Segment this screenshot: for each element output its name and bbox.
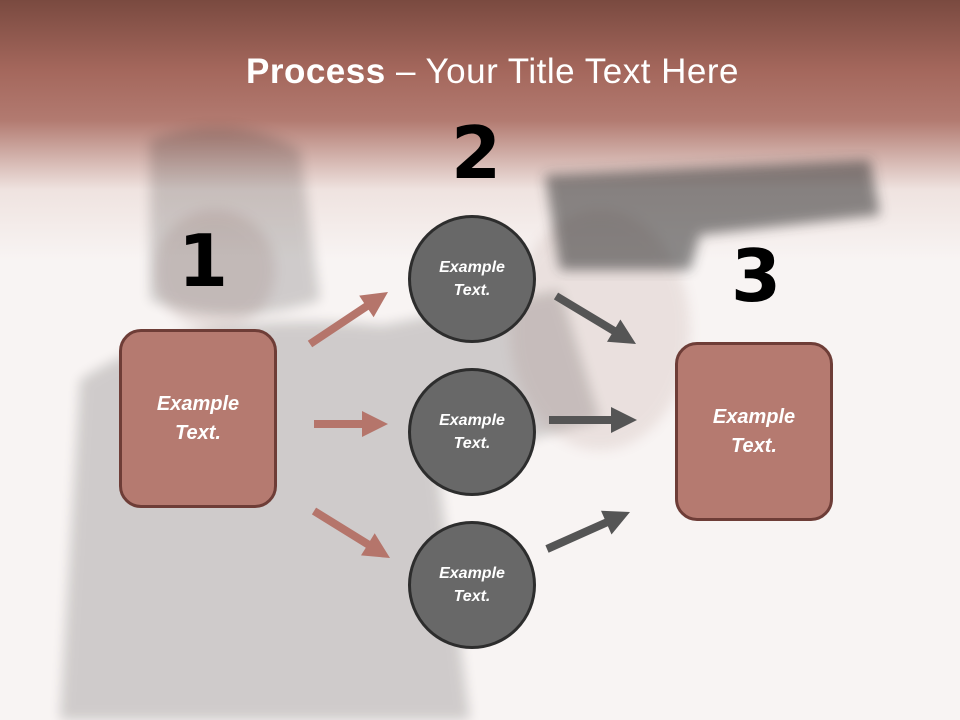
step-2-number: 2: [451, 111, 502, 195]
step-2-circle-bottom: Example Text.: [408, 521, 536, 649]
arrow-circle-top-to-box3: [553, 292, 636, 344]
title-rest: – Your Title Text Here: [385, 52, 739, 91]
circle-middle-label: Example Text.: [439, 412, 505, 452]
circle-bottom-label: Example Text.: [439, 565, 505, 605]
step-1-box: Example Text.: [119, 329, 277, 508]
step-2-circle-top: Example Text.: [408, 215, 536, 343]
step-3-box: Example Text.: [675, 342, 833, 521]
step-1-label: Example Text.: [156, 392, 240, 444]
step-1-number: 1: [178, 219, 229, 303]
step-2-circle-middle: Example Text.: [408, 368, 536, 496]
circle-top-label: Example Text.: [439, 259, 505, 299]
slide-title: Process – Your Title Text Here: [0, 52, 960, 92]
arrow-circle-bottom-to-box3: [545, 510, 630, 553]
arrow-box1-to-circle-middle: [314, 411, 388, 437]
arrow-circle-middle-to-box3: [549, 407, 637, 433]
arrow-box1-to-circle-bottom: [311, 507, 390, 558]
title-bold: Process: [246, 52, 386, 91]
arrow-box1-to-circle-top: [307, 292, 388, 348]
step-3-number: 3: [731, 234, 782, 318]
step-3-label: Example Text.: [712, 405, 796, 457]
